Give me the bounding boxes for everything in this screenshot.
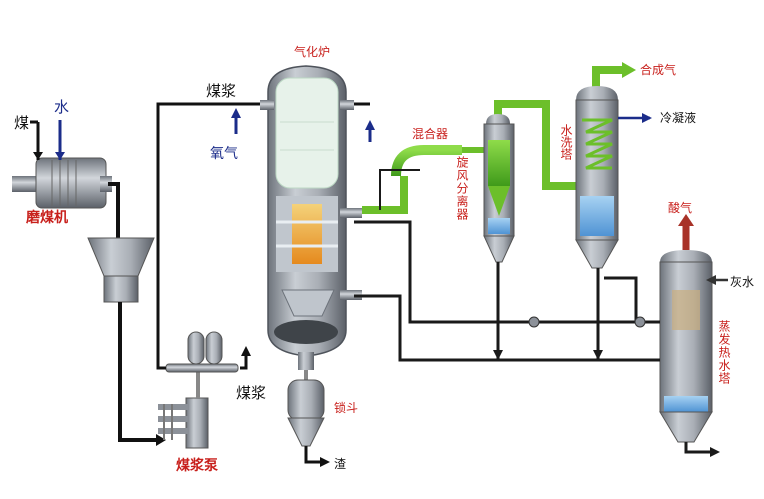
wash-tower-label: 水洗塔 [559,124,573,161]
cyclone-label: 旋风分离器 [455,156,469,221]
oxygen-label: 氧气 [210,146,238,162]
coal-slurry-bottom-label: 煤浆 [236,384,266,402]
mixer-label: 混合器 [412,126,448,141]
acid-gas-label: 酸气 [668,200,692,215]
coal-mill [12,157,112,209]
evaporator-hot-water-tower [659,250,713,443]
grey-water-label: 灰水 [730,275,754,289]
gasifier-to-mixer-pipe [362,176,408,214]
slag-label: 渣 [334,457,346,471]
lock-hopper [287,370,325,447]
water-wash-tower [575,86,619,269]
evaporator-label: 蒸发热水塔 [717,320,731,385]
syngas-label: 合成气 [640,62,676,77]
coal-label: 煤 [14,114,29,132]
gasifier-vessel [260,65,362,370]
slurry-pump [158,397,209,449]
slurry-accumulator [165,331,239,373]
lock-hopper-label: 锁斗 [334,400,358,415]
condensate-label: 冷凝液 [660,110,696,125]
coal-slurry-tank [87,237,155,303]
cyclone-to-wash-pipe [494,100,578,190]
gasifier-label: 气化炉 [294,44,330,59]
coal-mill-label: 磨煤机 [26,209,68,226]
coal-slurry-top-label: 煤浆 [206,82,236,100]
slurry-pump-label: 煤浆泵 [176,457,218,474]
coal-slurry-feed-line [156,102,268,370]
cyclone-separator [483,114,515,263]
syngas-outlet [592,66,624,88]
mixer [391,145,462,177]
water-label: 水 [54,98,69,116]
